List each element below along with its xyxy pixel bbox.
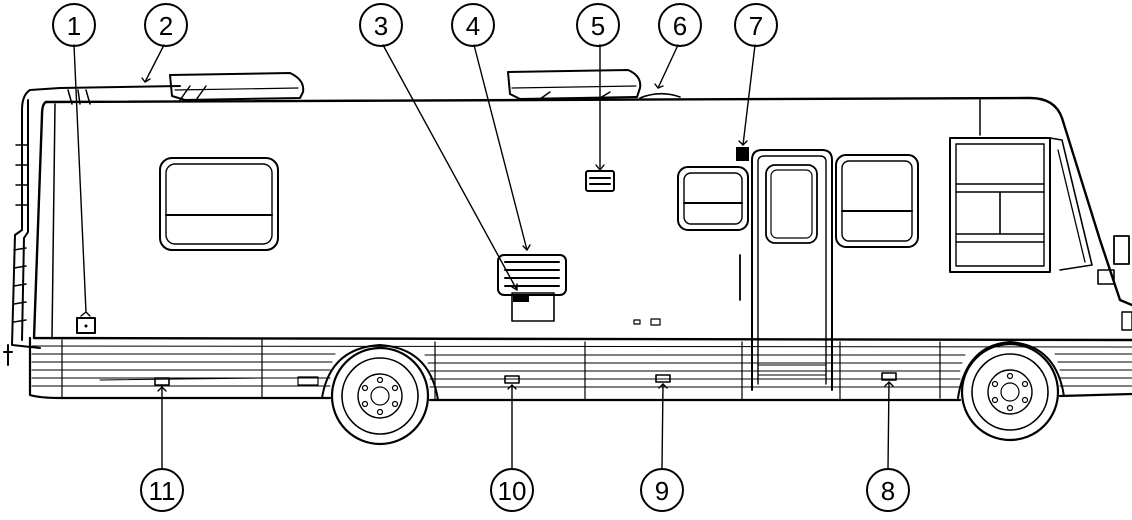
rear-wheel <box>321 344 439 446</box>
compartment-latch-9 <box>655 374 671 383</box>
callout-8: 8 <box>866 468 910 512</box>
cab-window <box>949 137 1093 273</box>
component-5-vent <box>585 170 615 192</box>
rear-roof-ac-unit <box>169 72 305 101</box>
callout-9: 9 <box>640 468 684 512</box>
svg-text:9: 9 <box>655 476 669 506</box>
compartment-latch-11 <box>154 377 170 386</box>
rear-window <box>159 157 279 251</box>
svg-text:5: 5 <box>591 11 605 41</box>
front-roof-ac-unit <box>507 69 642 100</box>
svg-text:6: 6 <box>673 11 687 41</box>
component-1-box <box>76 317 96 334</box>
svg-text:2: 2 <box>159 11 173 41</box>
callout-6: 6 <box>658 3 702 47</box>
svg-text:8: 8 <box>881 476 895 506</box>
rear-ladder <box>3 87 61 366</box>
svg-text:3: 3 <box>374 11 388 41</box>
front-window <box>835 154 919 248</box>
svg-text:4: 4 <box>466 11 480 41</box>
front-wheel <box>957 341 1065 442</box>
svg-text:10: 10 <box>498 476 527 506</box>
callout-11: 11 <box>140 468 184 512</box>
callout-5: 5 <box>576 3 620 47</box>
callout-7: 7 <box>734 3 778 47</box>
svg-text:7: 7 <box>749 11 763 41</box>
callout-10: 10 <box>490 468 534 512</box>
callout-1: 1 <box>52 3 96 47</box>
mid-window <box>677 166 749 231</box>
leader-lines <box>73 44 894 469</box>
callout-4: 4 <box>451 3 495 47</box>
svg-text:1: 1 <box>67 11 81 41</box>
callout-2: 2 <box>144 3 188 47</box>
svg-text:11: 11 <box>149 476 176 506</box>
roof-vent <box>639 92 681 99</box>
component-4-vent <box>497 254 567 296</box>
component-3-panel <box>511 292 555 322</box>
small-outlets <box>633 318 661 326</box>
mirror <box>1097 235 1132 331</box>
rv-body <box>32 96 1132 342</box>
lower-skirt <box>28 336 1132 402</box>
callout-3: 3 <box>359 3 403 47</box>
entry-door <box>739 149 833 391</box>
compartment-latch-10 <box>504 375 520 384</box>
compartment-latch-8 <box>881 372 897 381</box>
component-7-box <box>736 147 749 161</box>
